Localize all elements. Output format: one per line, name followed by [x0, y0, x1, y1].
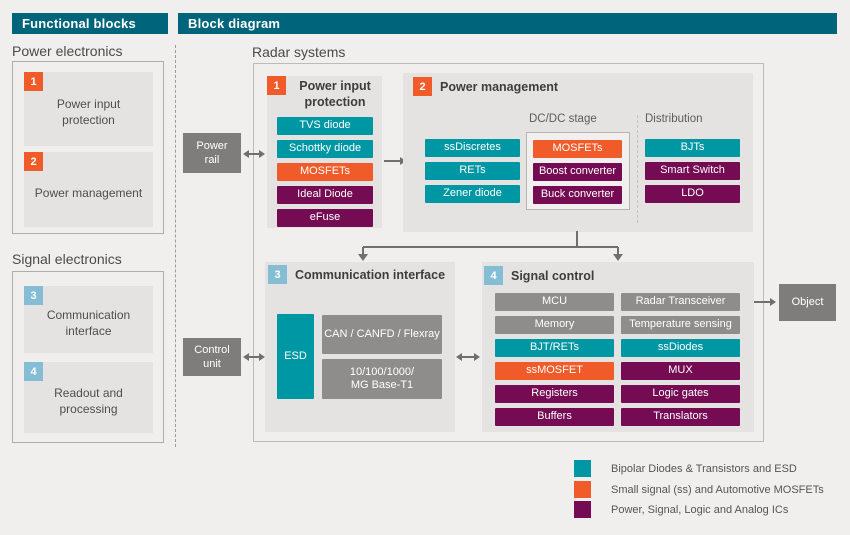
chip-bjt-rets: BJT/RETs	[495, 339, 614, 357]
chip-tvs-diode: TVS diode	[277, 117, 373, 135]
functional-item-communication-interface: 3 Communication interface	[24, 286, 153, 353]
functional-blocks-header: Functional blocks	[12, 13, 168, 34]
control-unit-node: Control unit	[183, 338, 241, 376]
badge-1: 1	[24, 72, 43, 91]
chip-efuse: eFuse	[277, 209, 373, 227]
chip-schottky-diode: Schottky diode	[277, 140, 373, 158]
chip-boost-converter: Boost converter	[533, 163, 622, 181]
chip-bjts: BJTs	[645, 139, 740, 157]
signal-electronics-label: Signal electronics	[12, 251, 122, 267]
block-diagram-header: Block diagram	[178, 13, 837, 34]
distribution-label: Distribution	[645, 113, 703, 125]
chip-translators: Translators	[621, 408, 740, 426]
power-electronics-box: 1 Power input protection 2 Power managem…	[12, 61, 164, 234]
badge-block-1: 1	[267, 76, 286, 95]
functional-item-readout-processing: 4 Readout and processing	[24, 362, 153, 433]
chip-esd: ESD	[277, 314, 314, 399]
chip-mcu: MCU	[495, 293, 614, 311]
legend-label-teal: Bipolar Diodes & Transistors and ESD	[611, 463, 797, 475]
chip-base-t1: 10/100/1000/ MG Base-T1	[322, 359, 442, 399]
functional-item-power-management: 2 Power management	[24, 152, 153, 227]
badge-block-3: 3	[268, 265, 287, 284]
legend-swatch-teal	[574, 460, 591, 477]
chip-temperature-sensing: Temperature sensing	[621, 316, 740, 334]
chip-ssdiscretes: ssDiscretes	[425, 139, 520, 157]
block-1-title: Power input protection	[299, 79, 371, 109]
badge-block-4: 4	[484, 266, 503, 285]
object-node: Object	[779, 284, 836, 321]
bidirectional-arrow-power-rail	[243, 150, 265, 158]
chip-mosfets: MOSFETs	[277, 163, 373, 181]
dcdc-stage-label: DC/DC stage	[529, 113, 597, 125]
chip-ldo: LDO	[645, 185, 740, 203]
arrow-block1-to-block2	[384, 157, 406, 165]
chip-buck-converter: Buck converter	[533, 186, 622, 204]
chip-memory: Memory	[495, 316, 614, 334]
badge-block-2: 2	[413, 77, 432, 96]
functional-item-label: Readout and processing	[54, 385, 123, 416]
branch-connector-arrows	[358, 231, 623, 261]
chip-dcdc-mosfets: MOSFETs	[533, 140, 622, 158]
block-3-title: Communication interface	[295, 268, 446, 282]
chip-ssdiodes: ssDiodes	[621, 339, 740, 357]
dcdc-distribution-divider	[637, 115, 638, 223]
badge-4: 4	[24, 362, 43, 381]
block-4-title: Signal control	[511, 269, 595, 283]
chip-rets: RETs	[425, 162, 520, 180]
legend-label-orange: Small signal (ss) and Automotive MOSFETs	[611, 484, 824, 496]
chip-smart-switch: Smart Switch	[645, 162, 740, 180]
chip-buffers: Buffers	[495, 408, 614, 426]
chip-radar-transceiver: Radar Transceiver	[621, 293, 740, 311]
chip-can-canfd-flexray: CAN / CANFD / Flexray	[322, 315, 442, 354]
radar-systems-container	[253, 63, 764, 442]
badge-3: 3	[24, 286, 43, 305]
chip-ssmosfet: ssMOSFET	[495, 362, 614, 380]
legend-label-purple: Power, Signal, Logic and Analog ICs	[611, 504, 789, 516]
functional-item-label: Power management	[34, 185, 143, 200]
chip-logic-gates: Logic gates	[621, 385, 740, 403]
radar-systems-label: Radar systems	[252, 44, 346, 60]
signal-electronics-box: 3 Communication interface 4 Readout and …	[12, 271, 164, 443]
chip-registers: Registers	[495, 385, 614, 403]
block-2-title: Power management	[440, 80, 559, 94]
legend-swatch-orange	[574, 481, 591, 498]
legend-swatch-purple	[574, 501, 591, 518]
section-divider	[175, 45, 176, 447]
power-rail-node: Power rail	[183, 133, 241, 173]
bidirectional-arrow-object	[746, 298, 776, 306]
functional-item-power-input-protection: 1 Power input protection	[24, 72, 153, 146]
functional-item-label: Power input protection	[56, 97, 121, 127]
badge-2: 2	[24, 152, 43, 171]
chip-ideal-diode: Ideal Diode	[277, 186, 373, 204]
chip-mux: MUX	[621, 362, 740, 380]
power-electronics-label: Power electronics	[12, 43, 123, 59]
bidirectional-arrow-control-unit	[243, 353, 265, 361]
functional-item-label: Communication interface	[46, 307, 131, 338]
chip-zener-diode: Zener diode	[425, 185, 520, 203]
bidirectional-arrow-block3-block4	[456, 353, 480, 361]
